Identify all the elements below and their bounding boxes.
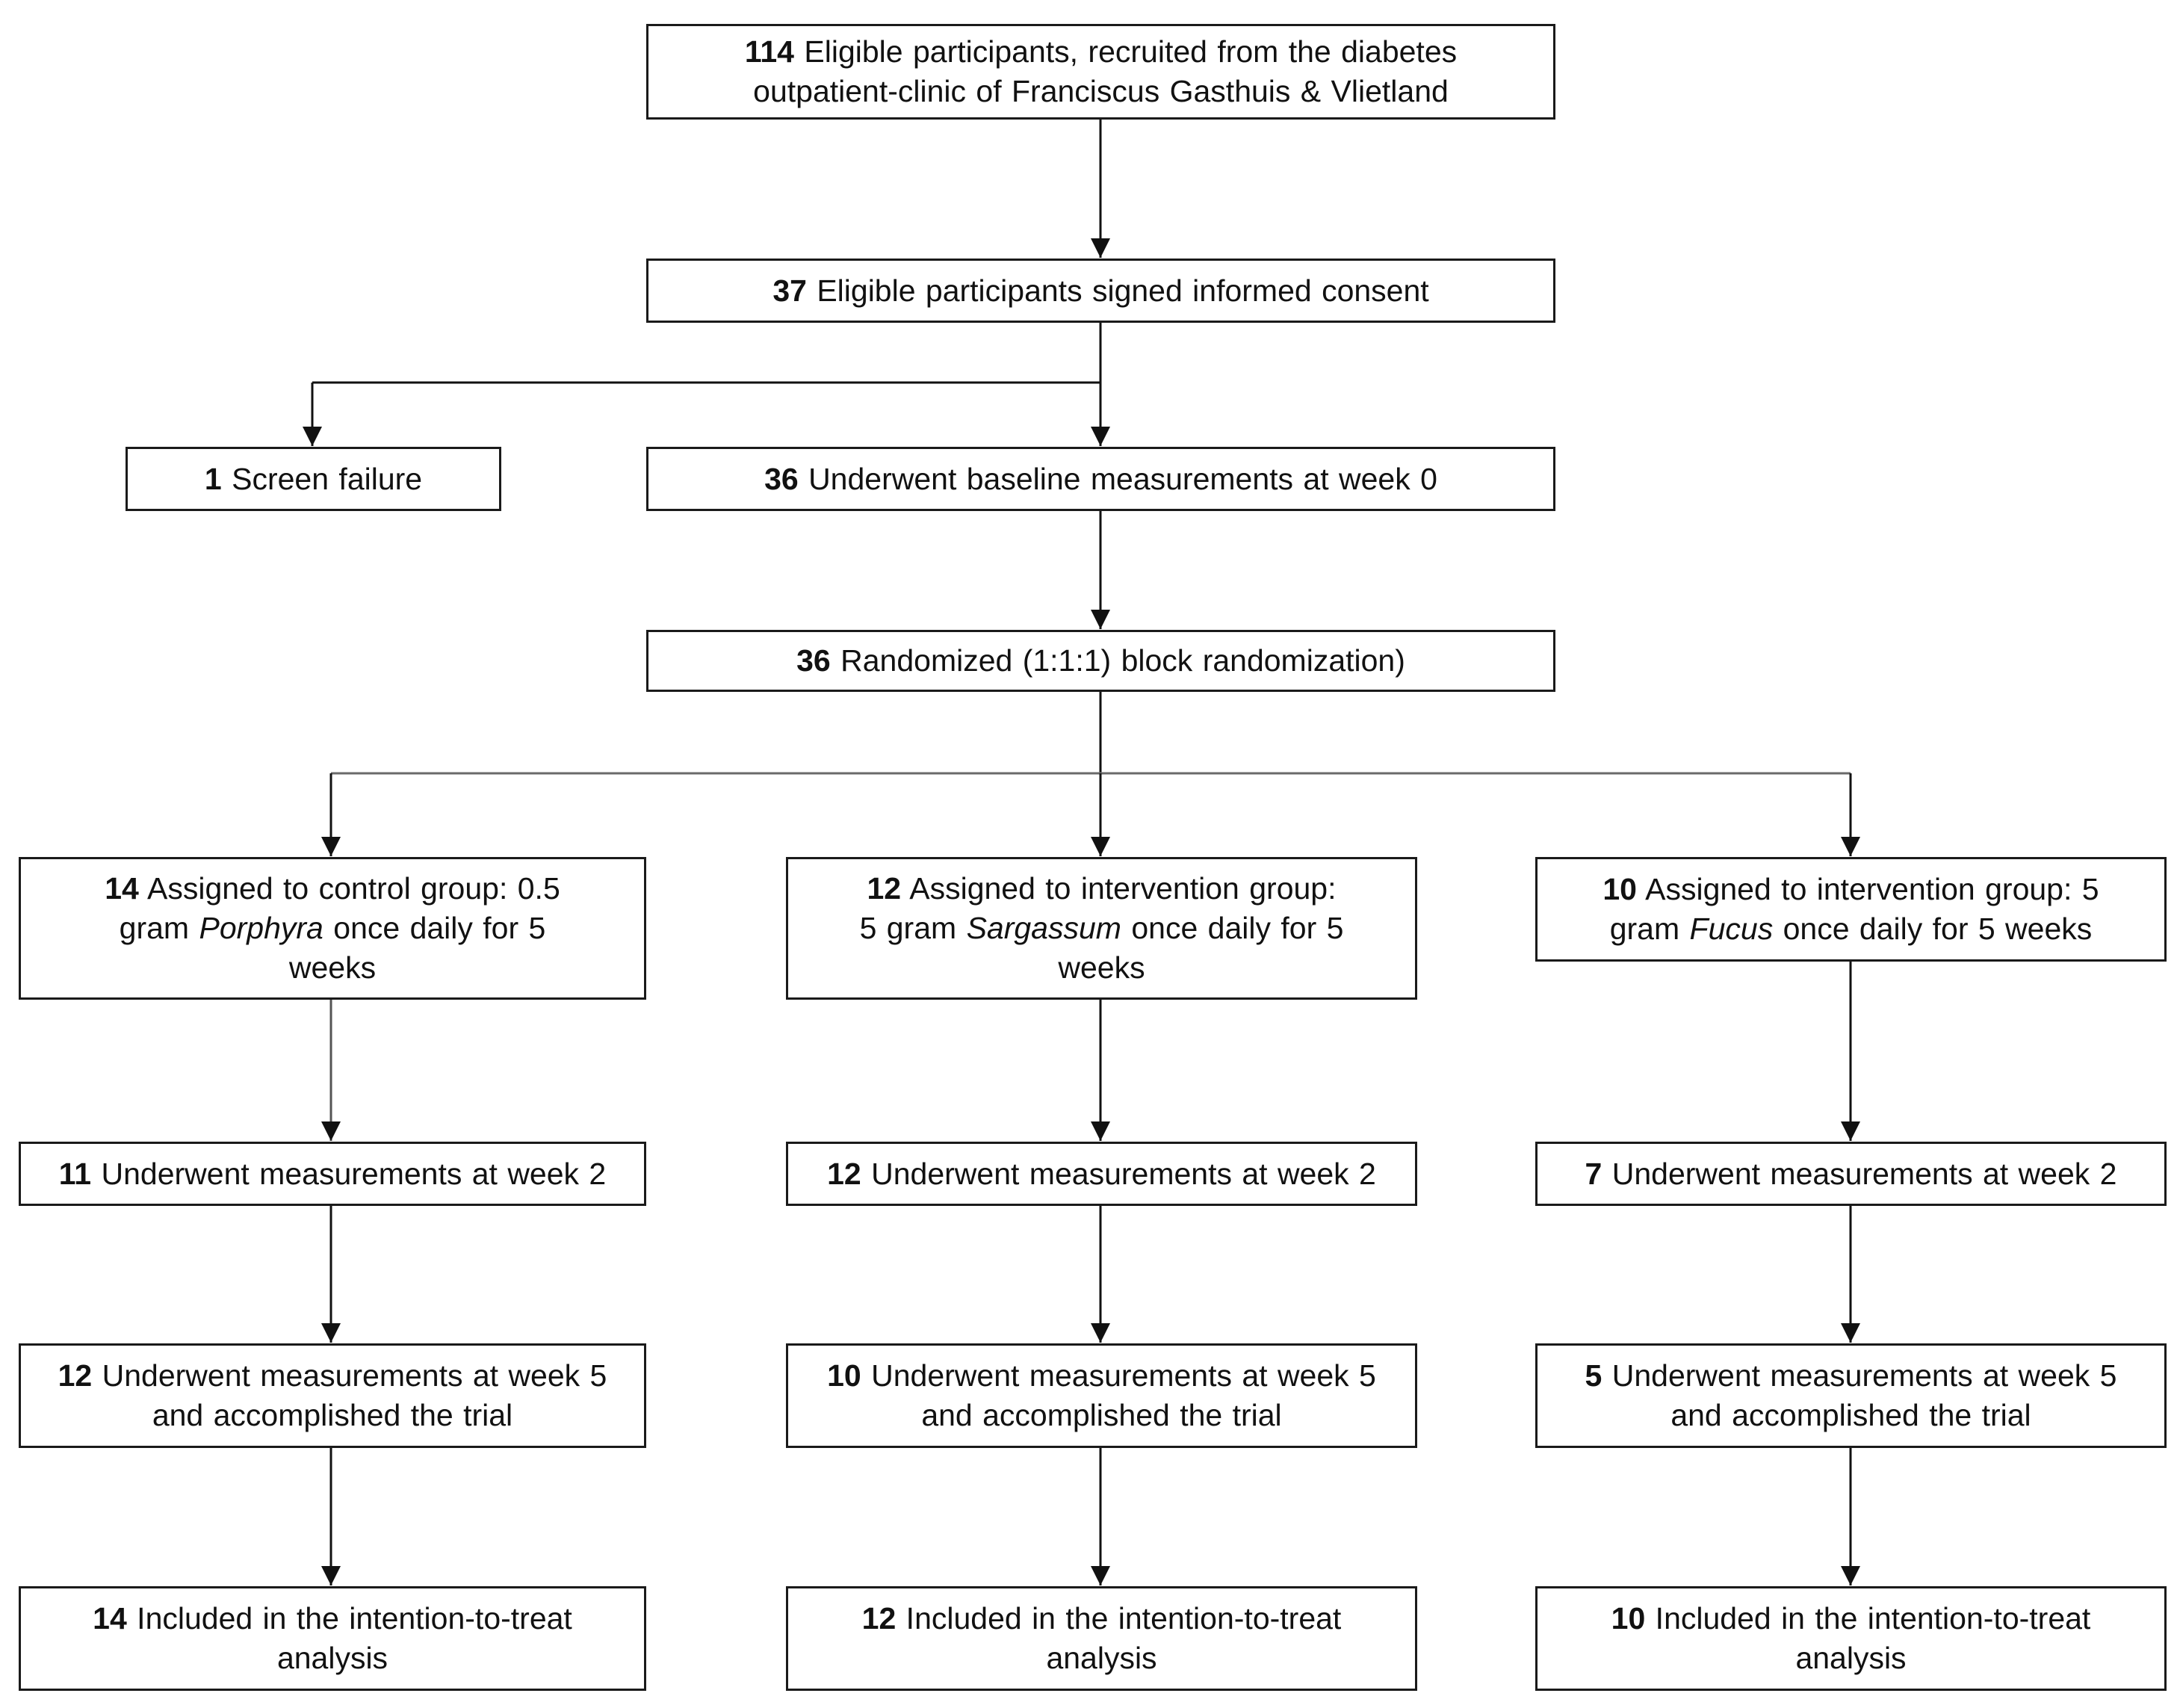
arm-3-itt-box: 10 Included in the intention-to-treat an… xyxy=(1535,1586,2167,1691)
randomized-count: 36 xyxy=(796,643,831,678)
eligible-count: 114 xyxy=(744,34,794,69)
arm-3-schedule: once daily for 5 weeks xyxy=(1783,912,2093,946)
arm-1-schedule: once daily for 5 weeks xyxy=(288,911,546,985)
eligible-box: 114 Eligible participants, recruited fro… xyxy=(646,24,1555,120)
arm-1-week2-box: 11 Underwent measurements at week 2 xyxy=(19,1142,646,1206)
arm-1-itt-count: 14 xyxy=(93,1601,127,1636)
arm-1-itt-text: Included in the intention-to-treat analy… xyxy=(137,1601,572,1675)
arm-1-week2-count: 11 xyxy=(58,1156,92,1191)
arm-3-itt-text: Included in the intention-to-treat analy… xyxy=(1655,1601,2091,1675)
arm-2-species: Sargassum xyxy=(966,911,1121,945)
randomized-text: Randomized (1:1:1) block randomization) xyxy=(840,643,1405,678)
arm-3-week2-text: Underwent measurements at week 2 xyxy=(1611,1156,2117,1191)
arm-2-assigned-count: 12 xyxy=(867,871,902,906)
arm-1-assigned-count: 14 xyxy=(105,871,139,906)
arm-2-week2-text: Underwent measurements at week 2 xyxy=(871,1156,1376,1191)
arm-2-week2-count: 12 xyxy=(827,1156,861,1191)
arm-1-week5-text: Underwent measurements at week 5 and acc… xyxy=(102,1358,607,1432)
arm-2-week2-box: 12 Underwent measurements at week 2 xyxy=(786,1142,1417,1206)
arm-2-itt-count: 12 xyxy=(861,1601,897,1636)
arm-3-itt-count: 10 xyxy=(1611,1601,1646,1636)
arm-1-assigned-box: 14 Assigned to control group: 0.5 gram P… xyxy=(19,857,646,1000)
arm-2-assigned-box: 12 Assigned to intervention group: 5 gra… xyxy=(786,857,1417,1000)
consent-box: 37 Eligible participants signed informed… xyxy=(646,259,1555,323)
arm-1-week5-box: 12 Underwent measurements at week 5 and … xyxy=(19,1343,646,1448)
arm-2-week5-count: 10 xyxy=(827,1358,861,1393)
arm-2-week5-text: Underwent measurements at week 5 and acc… xyxy=(871,1358,1376,1432)
eligible-text: Eligible participants, recruited from th… xyxy=(753,34,1458,108)
arm-3-dose: 5 gram xyxy=(1609,872,2099,946)
arm-3-week5-text: Underwent measurements at week 5 and acc… xyxy=(1611,1358,2117,1432)
baseline-box: 36 Underwent baseline measurements at we… xyxy=(646,447,1555,511)
arm-3-week2-count: 7 xyxy=(1585,1156,1603,1191)
arm-3-week5-box: 5 Underwent measurements at week 5 and a… xyxy=(1535,1343,2167,1448)
arm-1-assigned-text: Assigned to control group: xyxy=(146,871,508,906)
arm-3-assigned-box: 10 Assigned to intervention group: 5 gra… xyxy=(1535,857,2167,962)
arm-1-itt-box: 14 Included in the intention-to-treat an… xyxy=(19,1586,646,1691)
screen-failure-box: 1 Screen failure xyxy=(126,447,501,511)
arm-2-dose: 5 gram xyxy=(859,911,957,945)
arm-3-week5-count: 5 xyxy=(1585,1358,1603,1393)
screen-failure-count: 1 xyxy=(204,461,222,496)
arm-3-assigned-count: 10 xyxy=(1603,872,1637,906)
arm-3-week2-box: 7 Underwent measurements at week 2 xyxy=(1535,1142,2167,1206)
baseline-text: Underwent baseline measurements at week … xyxy=(808,461,1437,496)
arm-2-itt-text: Included in the intention-to-treat analy… xyxy=(905,1601,1342,1675)
consent-count: 37 xyxy=(772,273,807,308)
screen-failure-text: Screen failure xyxy=(232,461,423,496)
arm-2-itt-box: 12 Included in the intention-to-treat an… xyxy=(786,1586,1417,1691)
arm-2-week5-box: 10 Underwent measurements at week 5 and … xyxy=(786,1343,1417,1448)
arm-1-week5-count: 12 xyxy=(58,1358,93,1393)
consent-text: Eligible participants signed informed co… xyxy=(817,273,1429,308)
arm-2-schedule: once daily for 5 weeks xyxy=(1058,911,1344,985)
arm-2-assigned-text: Assigned to intervention group: xyxy=(909,871,1337,906)
baseline-count: 36 xyxy=(764,461,799,496)
arm-3-assigned-text: Assigned to intervention group: xyxy=(1645,872,2072,906)
arm-1-dose: 0.5 gram xyxy=(119,871,560,945)
randomized-box: 36 Randomized (1:1:1) block randomizatio… xyxy=(646,630,1555,692)
arm-1-week2-text: Underwent measurements at week 2 xyxy=(101,1156,607,1191)
arm-3-species: Fucus xyxy=(1689,912,1774,946)
arm-1-species: Porphyra xyxy=(199,911,323,945)
